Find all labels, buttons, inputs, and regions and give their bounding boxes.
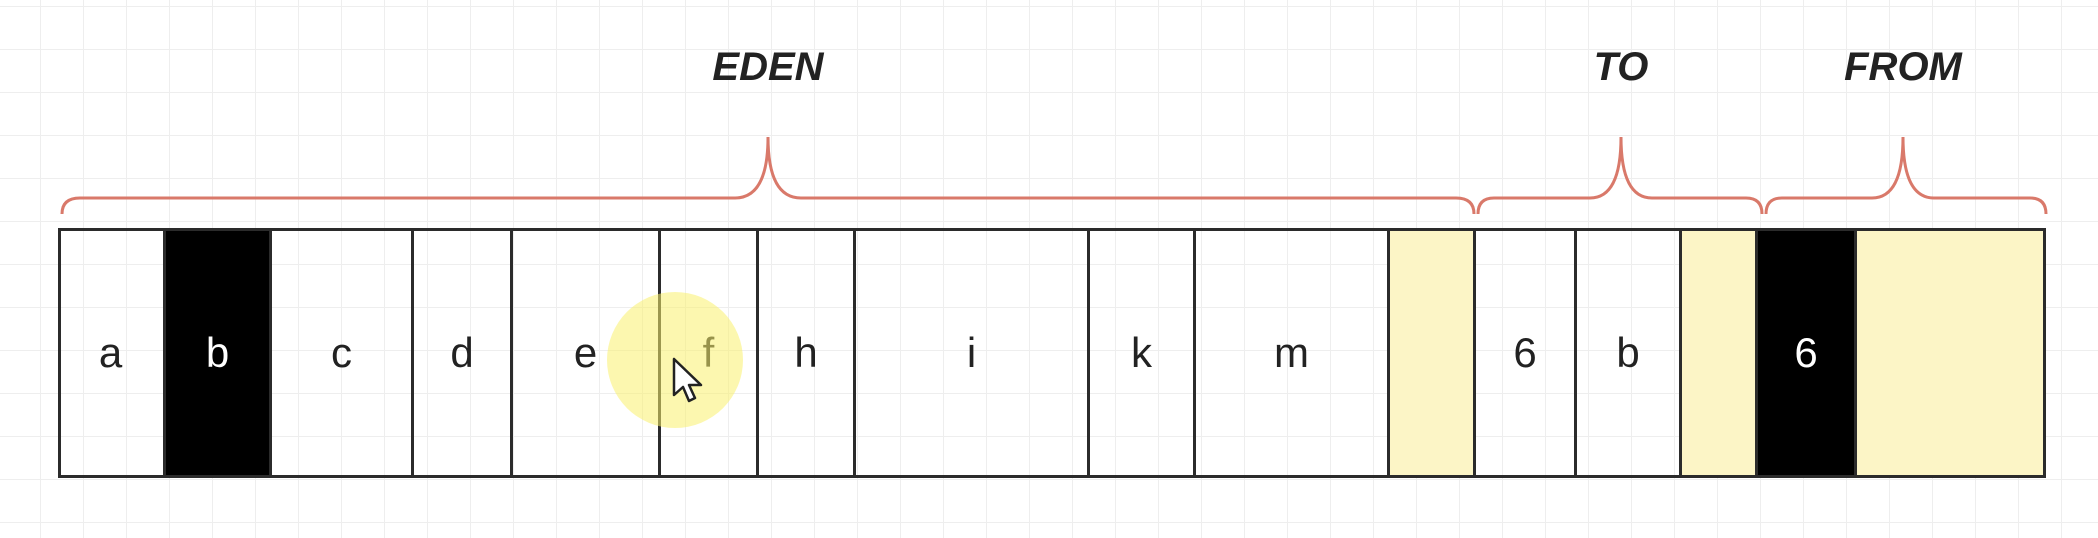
to-brace [1476, 136, 1764, 215]
to-label: TO [1593, 45, 1649, 89]
heap-cell-a: a [58, 228, 166, 478]
from-brace [1764, 136, 2048, 215]
heap-cell-c: c [272, 228, 414, 478]
heap-cell-b: b [1577, 228, 1682, 478]
eden-brace [60, 136, 1476, 215]
heap-cell-k: k [1090, 228, 1196, 478]
from-label: FROM [1844, 45, 1962, 89]
heap-cell-6: 6 [1476, 228, 1577, 478]
heap-cell-b-live: b [166, 228, 272, 478]
heap-cell-6-live: 6 [1758, 228, 1857, 478]
heap-cell-h: h [759, 228, 856, 478]
heap-cell-d: d [414, 228, 513, 478]
heap-cell-from-free [1857, 228, 2046, 478]
mouse-pointer-icon [672, 357, 703, 403]
heap-cell-to-free [1682, 228, 1758, 478]
heap-cell-m: m [1196, 228, 1390, 478]
heap-strip: a b c d e f h i k m 6 b 6 [58, 228, 2046, 478]
eden-label: EDEN [712, 45, 824, 89]
heap-cell-i: i [856, 228, 1090, 478]
heap-cell-eden-free [1390, 228, 1476, 478]
